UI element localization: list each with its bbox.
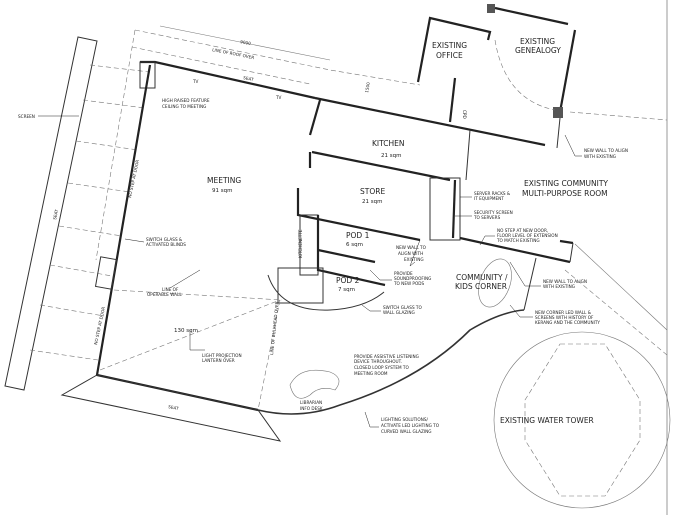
curved-glazing-wall [257, 309, 525, 415]
kids-corner-label-1: COMMUNITY / [456, 273, 508, 282]
meeting-label: MEETING [207, 176, 241, 185]
dimension-9000: 9000 [240, 39, 252, 46]
community-walls [459, 111, 668, 356]
store-label: STORE [360, 187, 385, 196]
note-switch-blinds: SWITCH GLASS & [146, 237, 183, 242]
dimension-line [159, 25, 331, 61]
note-assistive: PROVIDE ASSISTIVE LISTENING [354, 354, 419, 359]
note-switch-blinds: ACTIVATED BLINDS [146, 242, 186, 247]
pod-1-label: POD 1 [346, 231, 370, 240]
note-assistive: DEVICE THROUGHOUT. [354, 359, 402, 364]
annotation-notes: HIGH RAISED FEATURE CEILING TO MEETING N… [146, 98, 628, 434]
kitchen-label: KITCHEN [372, 139, 405, 148]
community-room-label-2: MULTI-PURPOSE ROOM [522, 189, 608, 198]
roof-line [95, 29, 421, 261]
note-led-wall: NEW CORNER LED WALL & [535, 310, 592, 315]
note-security: SECURITY SCREEN [474, 210, 513, 215]
genealogy-label-2: GENEALOGY [515, 46, 561, 55]
note-new-wall-community: WITH EXISTING [543, 284, 575, 289]
screen-label: SCREEN [18, 114, 35, 119]
office-label-1: EXISTING [432, 41, 467, 50]
tv-label-1: TV [192, 79, 199, 84]
note-operable-wall: OPERABLE WALL [147, 292, 182, 297]
note-ceiling: HIGH RAISED FEATURE [162, 98, 210, 103]
note-new-wall-top: WITH EXISTING [584, 154, 616, 159]
note-ceiling: CEILING TO MEETING [162, 104, 206, 109]
note-light-projection: LIGHT PROJECTION [202, 353, 242, 358]
note-led-wall: SCREENS WITH HISTORY OF [535, 315, 594, 320]
pod-1-area: 6 sqm [346, 242, 363, 248]
office-label-2: OFFICE [436, 51, 463, 60]
note-assistive: MEETING ROOM [354, 371, 388, 376]
note-operable-wall: LINE OF [162, 287, 179, 292]
open-area-label: 130 sqm [174, 328, 198, 334]
water-tower-hexagon [524, 343, 641, 497]
meeting-walls [60, 60, 322, 442]
note-no-step: NO STEP AT NEW DOOR, [497, 228, 548, 233]
cpd-label: CPD [462, 110, 467, 119]
seat-left-label: SEAT [52, 209, 59, 221]
librarian-desk [289, 369, 340, 399]
tv-label-2: TV [275, 95, 282, 100]
meeting-area: 91 sqm [212, 188, 232, 194]
screen-dashes [29, 64, 151, 361]
kids-corner-label-2: KIDS CORNER [455, 282, 507, 291]
kids-corner-rug [478, 258, 512, 308]
genealogy-label-1: EXISTING [520, 37, 555, 46]
note-switch-glazing: WALL GLAZING [383, 310, 415, 315]
leader-lines [124, 134, 582, 428]
note-server: SERVER RACKS & [474, 191, 511, 196]
screen-strip [4, 36, 98, 391]
note-server: IT EQUIPMENT [474, 196, 504, 201]
note-librarian: LIBRARIAN [300, 400, 322, 405]
kitchenette-label: KITCHENETTE [298, 229, 303, 258]
note-soundproofing: TO NEW PODS [393, 281, 424, 286]
note-lighting: ACTIVATE LED LIGHTING TO [381, 423, 440, 428]
note-assistive: CLOSED LOOP SYSTEM TO [354, 365, 409, 370]
pod-2-area: 7 sqm [338, 287, 355, 293]
note-security: TO SERVERS [473, 215, 501, 220]
note-new-wall-store: ALIGN WITH [398, 251, 423, 256]
store-area: 21 sqm [362, 199, 382, 205]
note-led-wall: KERANG AND THE COMMUNITY [535, 320, 600, 325]
seat-bottom-label: SEAT [168, 404, 180, 411]
water-tower-label: EXISTING WATER TOWER [500, 416, 594, 425]
kitchen-area: 21 sqm [381, 153, 401, 159]
note-lighting: CURVED WALL GLAZING [381, 429, 432, 434]
note-light-projection: LANTERN OVER [202, 358, 235, 363]
note-new-wall-community: NEW WALL TO ALIGN [543, 279, 587, 284]
note-soundproofing: PROVIDE [394, 271, 413, 276]
note-no-step: TO MATCH EXISTING [496, 238, 540, 243]
note-lighting: LIGHTING SOLUTIONS/ [381, 417, 428, 422]
community-room-label-1: EXISTING COMMUNITY [524, 179, 608, 188]
water-tower [493, 331, 671, 509]
note-librarian: INFO DESK [300, 406, 323, 411]
existing-buildings [416, 4, 577, 149]
no-step-door-1: NO STEP AT DOOR [127, 159, 140, 198]
note-soundproofing: SOUNDPROOFING [394, 276, 431, 281]
note-no-step: FLOOR LEVEL OF EXTENSION [497, 233, 558, 238]
dimension-1500: 1500 [364, 81, 371, 93]
pods [267, 214, 386, 311]
note-new-wall-store: EXISTING [404, 257, 424, 262]
roof-line-label: LINE OF ROOF OVER [212, 47, 255, 60]
kitchen-store-walls [296, 96, 546, 242]
note-new-wall-top: NEW WALL TO ALIGN [584, 148, 628, 153]
pod-2-label: POD 2 [336, 276, 360, 285]
server-room [429, 177, 461, 241]
seat-top-label: SEAT [243, 75, 255, 82]
note-switch-glazing: SWITCH GLASS TO [383, 305, 422, 310]
note-new-wall-store: NEW WALL TO [396, 245, 427, 250]
bulkhead-label: LINE OF BULKHEAD OVER [269, 301, 280, 355]
